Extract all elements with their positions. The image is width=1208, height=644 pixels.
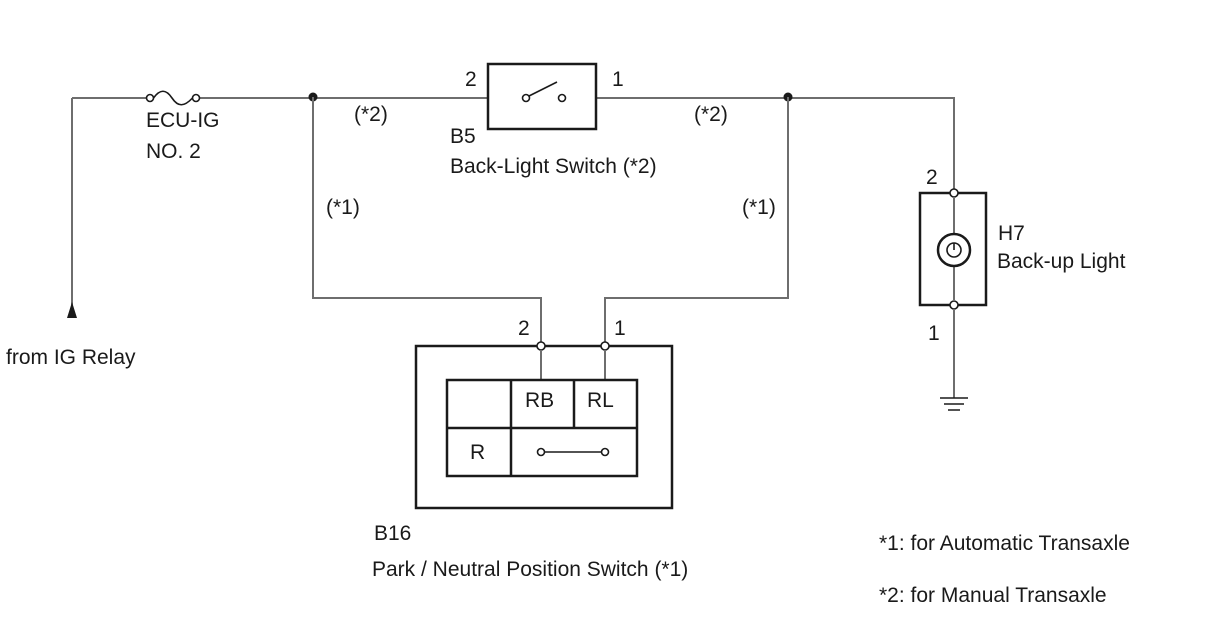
wire-b5-to-h7: [596, 97, 955, 190]
b16-name: Park / Neutral Position Switch (*1): [372, 558, 688, 581]
backup-terminal-bottom: [949, 300, 959, 310]
h7-name: Back-up Light: [997, 250, 1126, 273]
wire-note-top-left: (*2): [354, 103, 388, 126]
fuse-label-line2: NO. 2: [146, 140, 201, 163]
b16-code: B16: [374, 522, 411, 545]
pn-terminal-2: [536, 341, 546, 351]
backlight-switch-box: [486, 62, 598, 131]
wire-note-right-vertical: (*1): [742, 196, 776, 219]
b5-pin-right: 1: [612, 68, 624, 91]
b16-pin-right: 1: [614, 317, 626, 340]
h7-pin-bottom: 1: [928, 322, 940, 345]
ground-icon: [940, 397, 968, 411]
h7-code: H7: [998, 222, 1025, 245]
b5-pin-left: 2: [465, 68, 477, 91]
b16-table-col2: RL: [587, 389, 614, 412]
switch-icon: [521, 81, 567, 103]
arrow-up-icon: [67, 302, 77, 318]
fuse-label-line1: ECU-IG: [146, 109, 220, 132]
wire-note-top-right: (*2): [694, 103, 728, 126]
h7-pin-top: 2: [926, 166, 938, 189]
bulb-icon: [936, 232, 972, 268]
b16-pin-left: 2: [518, 317, 530, 340]
b5-code: B5: [450, 125, 476, 148]
pn-terminal-1: [600, 341, 610, 351]
note-automatic: *1: for Automatic Transaxle: [879, 532, 1130, 555]
fuse-icon: [145, 90, 201, 106]
b5-name: Back-Light Switch (*2): [450, 155, 657, 178]
b16-table-row1: R: [470, 441, 485, 464]
wire-to-pn-pin1: [604, 97, 789, 346]
pn-inner-lead: [540, 350, 606, 380]
note-manual: *2: for Manual Transaxle: [879, 584, 1107, 607]
source-label: from IG Relay: [6, 346, 136, 369]
wire-to-pn-pin2: [312, 97, 542, 346]
pn-connection-icon: [536, 447, 610, 457]
wire-note-left-vertical: (*1): [326, 196, 360, 219]
pn-switch-table: [445, 378, 639, 478]
backup-terminal-top: [949, 188, 959, 198]
b16-table-col1: RB: [525, 389, 554, 412]
